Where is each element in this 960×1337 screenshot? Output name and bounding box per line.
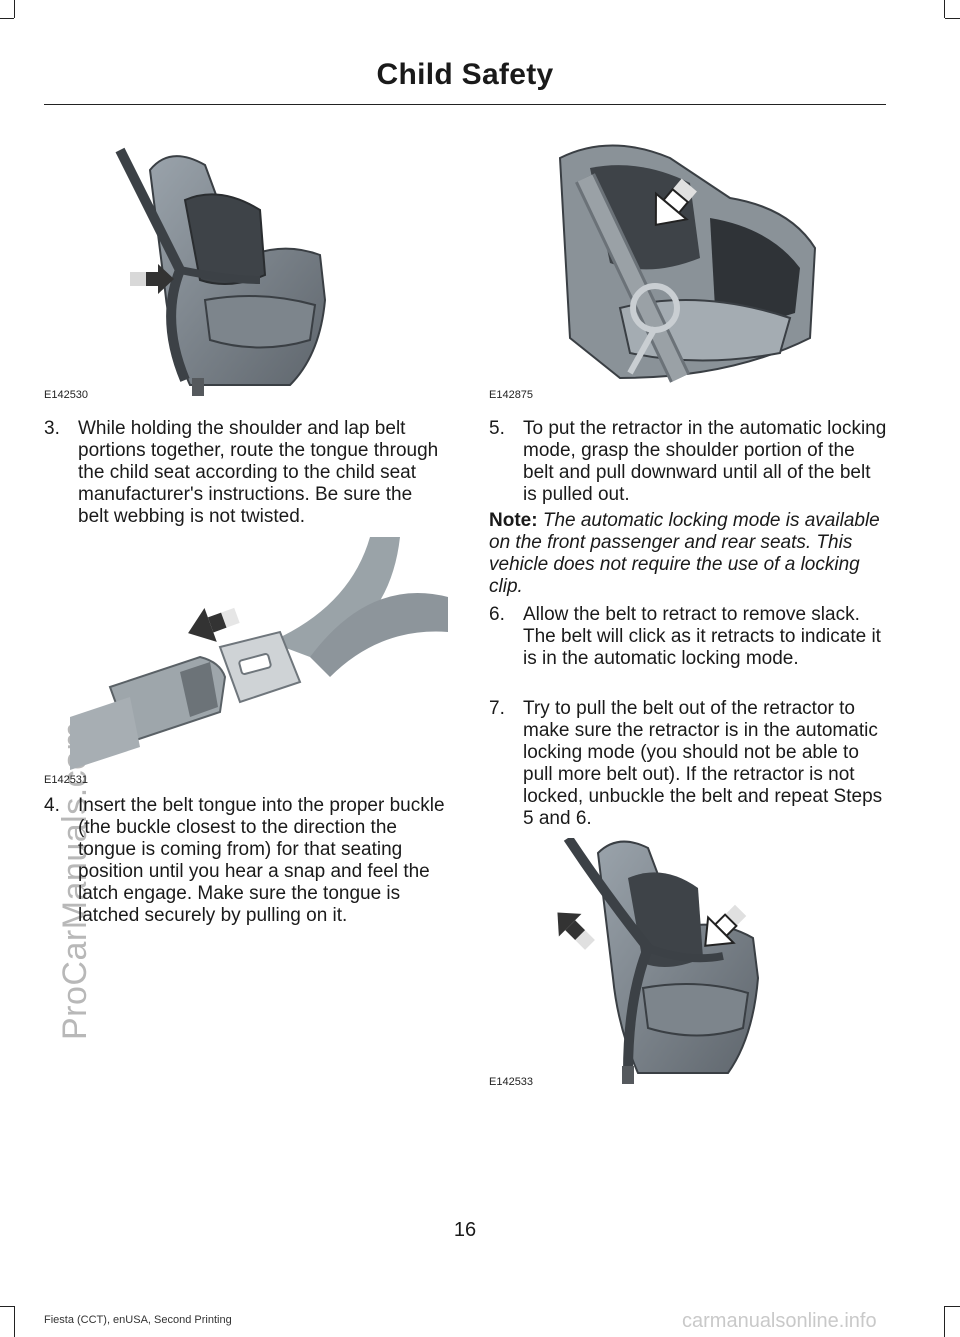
arrow-left-icon [188, 607, 240, 642]
crop-mark [0, 18, 14, 19]
figure-buckle-tongue [70, 537, 448, 770]
figure-code: E142530 [44, 389, 89, 401]
step-number: 5. [489, 418, 505, 439]
crop-mark [14, 1306, 15, 1337]
arrow-down-left-icon [704, 904, 747, 947]
buckle [70, 655, 227, 770]
step-text: To put the retractor in the automatic lo… [523, 418, 887, 505]
step-number: 7. [489, 698, 505, 719]
page-number: 16 [453, 1219, 477, 1241]
step-text: Allow the belt to retract to remove slac… [523, 604, 881, 669]
belt-tongue [218, 630, 302, 704]
footer-site: carmanualsonline.info [682, 1310, 877, 1332]
page-title: Child Safety [376, 58, 554, 91]
crop-mark [945, 18, 960, 19]
crop-mark [14, 0, 15, 18]
step-5: 5. To put the retractor in the automatic… [489, 418, 889, 506]
step-text: Insert the belt tongue into the proper b… [78, 795, 445, 926]
step-number: 6. [489, 604, 505, 625]
step-number: 3. [44, 418, 60, 439]
step-6: 6. Allow the belt to retract to remove s… [489, 604, 889, 670]
crop-mark [944, 1306, 945, 1337]
header-rule [44, 104, 886, 105]
step-3: 3. While holding the shoulder and lap be… [44, 418, 448, 528]
note-label: Note: [489, 510, 538, 531]
step-4: 4. Insert the belt tongue into the prope… [44, 795, 448, 927]
arrow-up-left-icon [557, 912, 595, 950]
note-text: The automatic locking mode is available … [489, 510, 880, 597]
step-7: 7. Try to pull the belt out of the retra… [489, 698, 889, 830]
crop-mark [944, 0, 945, 18]
crop-mark [945, 1306, 960, 1307]
arrow-down-icon [654, 178, 697, 227]
arrow-right-icon [130, 264, 174, 294]
step-text: Try to pull the belt out of the retracto… [523, 698, 883, 829]
footer-edition: Fiesta (CCT), enUSA, Second Printing [44, 1314, 232, 1326]
figure-code: E142533 [489, 1076, 534, 1088]
figure-code: E142531 [44, 774, 89, 786]
step-number: 4. [44, 795, 60, 816]
figure-child-seat-locking [548, 838, 778, 1088]
note-block: Note: The automatic locking mode is avai… [489, 510, 889, 598]
crop-mark [0, 1306, 14, 1307]
step-text: While holding the shoulder and lap belt … [78, 418, 439, 527]
figure-code: E142875 [489, 389, 534, 401]
figure-retractor-closeup [530, 138, 830, 383]
figure-child-seat-routing [110, 140, 440, 400]
